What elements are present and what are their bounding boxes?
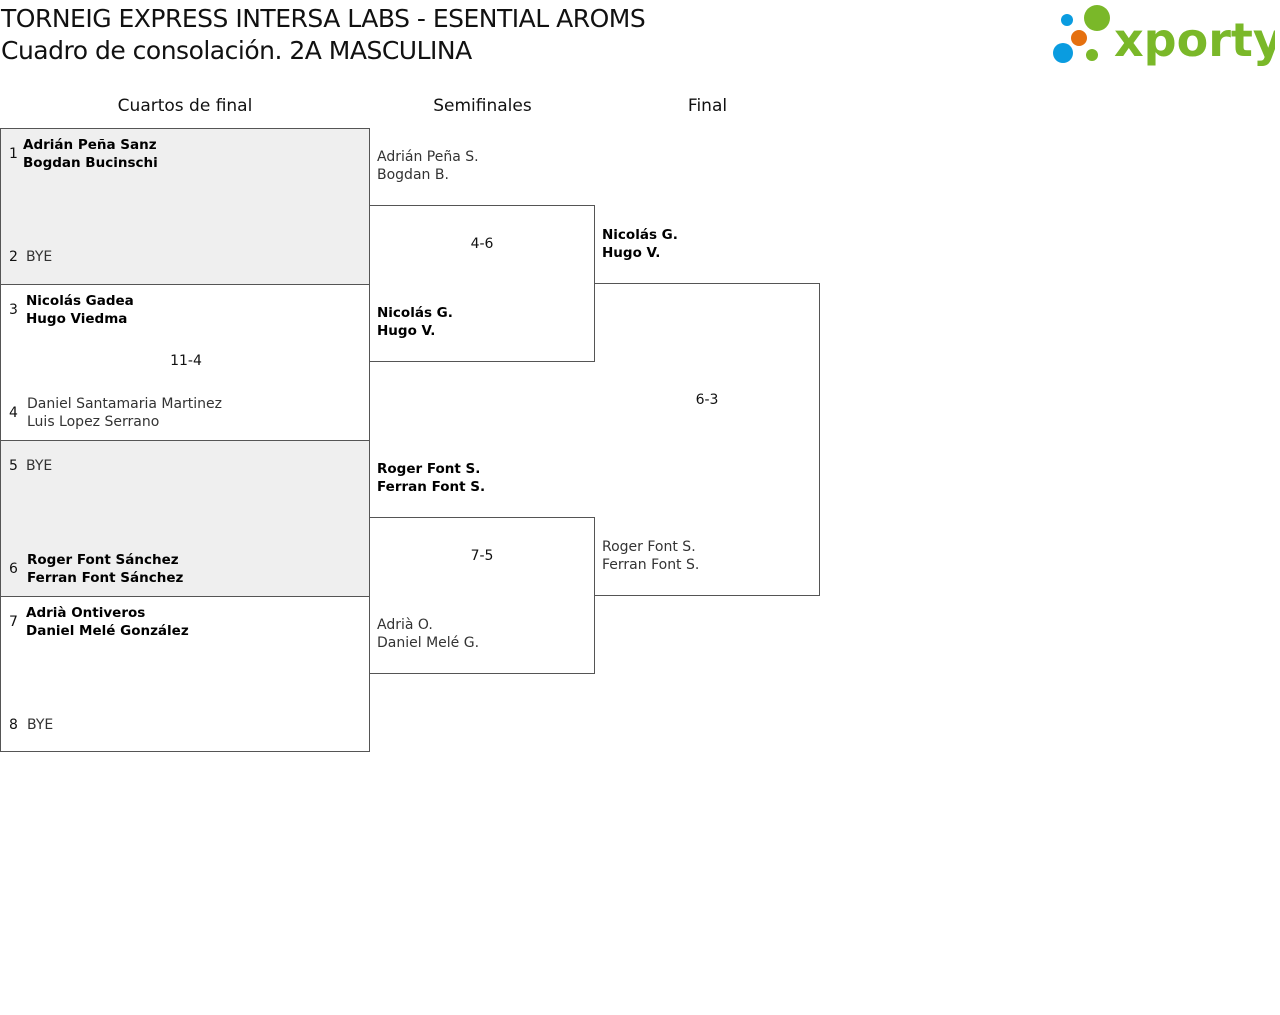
seed: 6 xyxy=(9,561,18,577)
team-b: BYE xyxy=(26,249,53,265)
sf2-team-b[interactable]: Adrià O.Daniel Melé G. xyxy=(377,617,480,651)
match-score: 4-6 xyxy=(470,236,494,252)
team-a: BYE xyxy=(26,458,53,474)
match-score: 6-3 xyxy=(695,392,719,408)
match-score: 11-4 xyxy=(170,353,202,369)
sf1-team-a[interactable]: Adrián Peña S.Bogdan B. xyxy=(377,149,479,183)
round-header-final: Final xyxy=(687,96,728,116)
final-team-a[interactable]: Nicolás G.Hugo V. xyxy=(602,227,678,261)
final-team-b[interactable]: Roger Font S.Ferran Font S. xyxy=(602,539,700,573)
seed: 5 xyxy=(9,458,18,474)
draw-subtitle: Cuadro de consolación. 2A MASCULINA xyxy=(1,36,472,65)
match-score: 7-5 xyxy=(470,548,494,564)
sf2-team-a[interactable]: Roger Font S.Ferran Font S. xyxy=(377,461,486,495)
sf-match-1[interactable]: 4-6 Nicolás G.Hugo V. xyxy=(369,205,595,362)
final-match[interactable]: 6-3 Roger Font S.Ferran Font S. xyxy=(594,283,820,596)
xporty-logo[interactable]: xporty xyxy=(1050,4,1280,67)
seed: 8 xyxy=(9,717,18,733)
sf-match-2[interactable]: 7-5 Adrià O.Daniel Melé G. xyxy=(369,517,595,674)
seed: 1 xyxy=(9,146,18,162)
logo-dots-icon: xporty xyxy=(1053,5,1280,67)
tournament-title: TORNEIG EXPRESS INTERSA LABS - ESENTIAL … xyxy=(1,4,646,33)
round-header-quarterfinals: Cuartos de final xyxy=(117,96,253,116)
seed: 3 xyxy=(9,302,18,318)
seed: 4 xyxy=(9,405,18,421)
seed: 7 xyxy=(9,614,18,630)
logo-text: xporty xyxy=(1114,13,1275,66)
seed: 2 xyxy=(9,249,18,265)
round-header-semifinals: Semifinales xyxy=(433,96,532,116)
sf1-team-b[interactable]: Nicolás G.Hugo V. xyxy=(377,305,453,339)
team-b: BYE xyxy=(27,717,54,733)
